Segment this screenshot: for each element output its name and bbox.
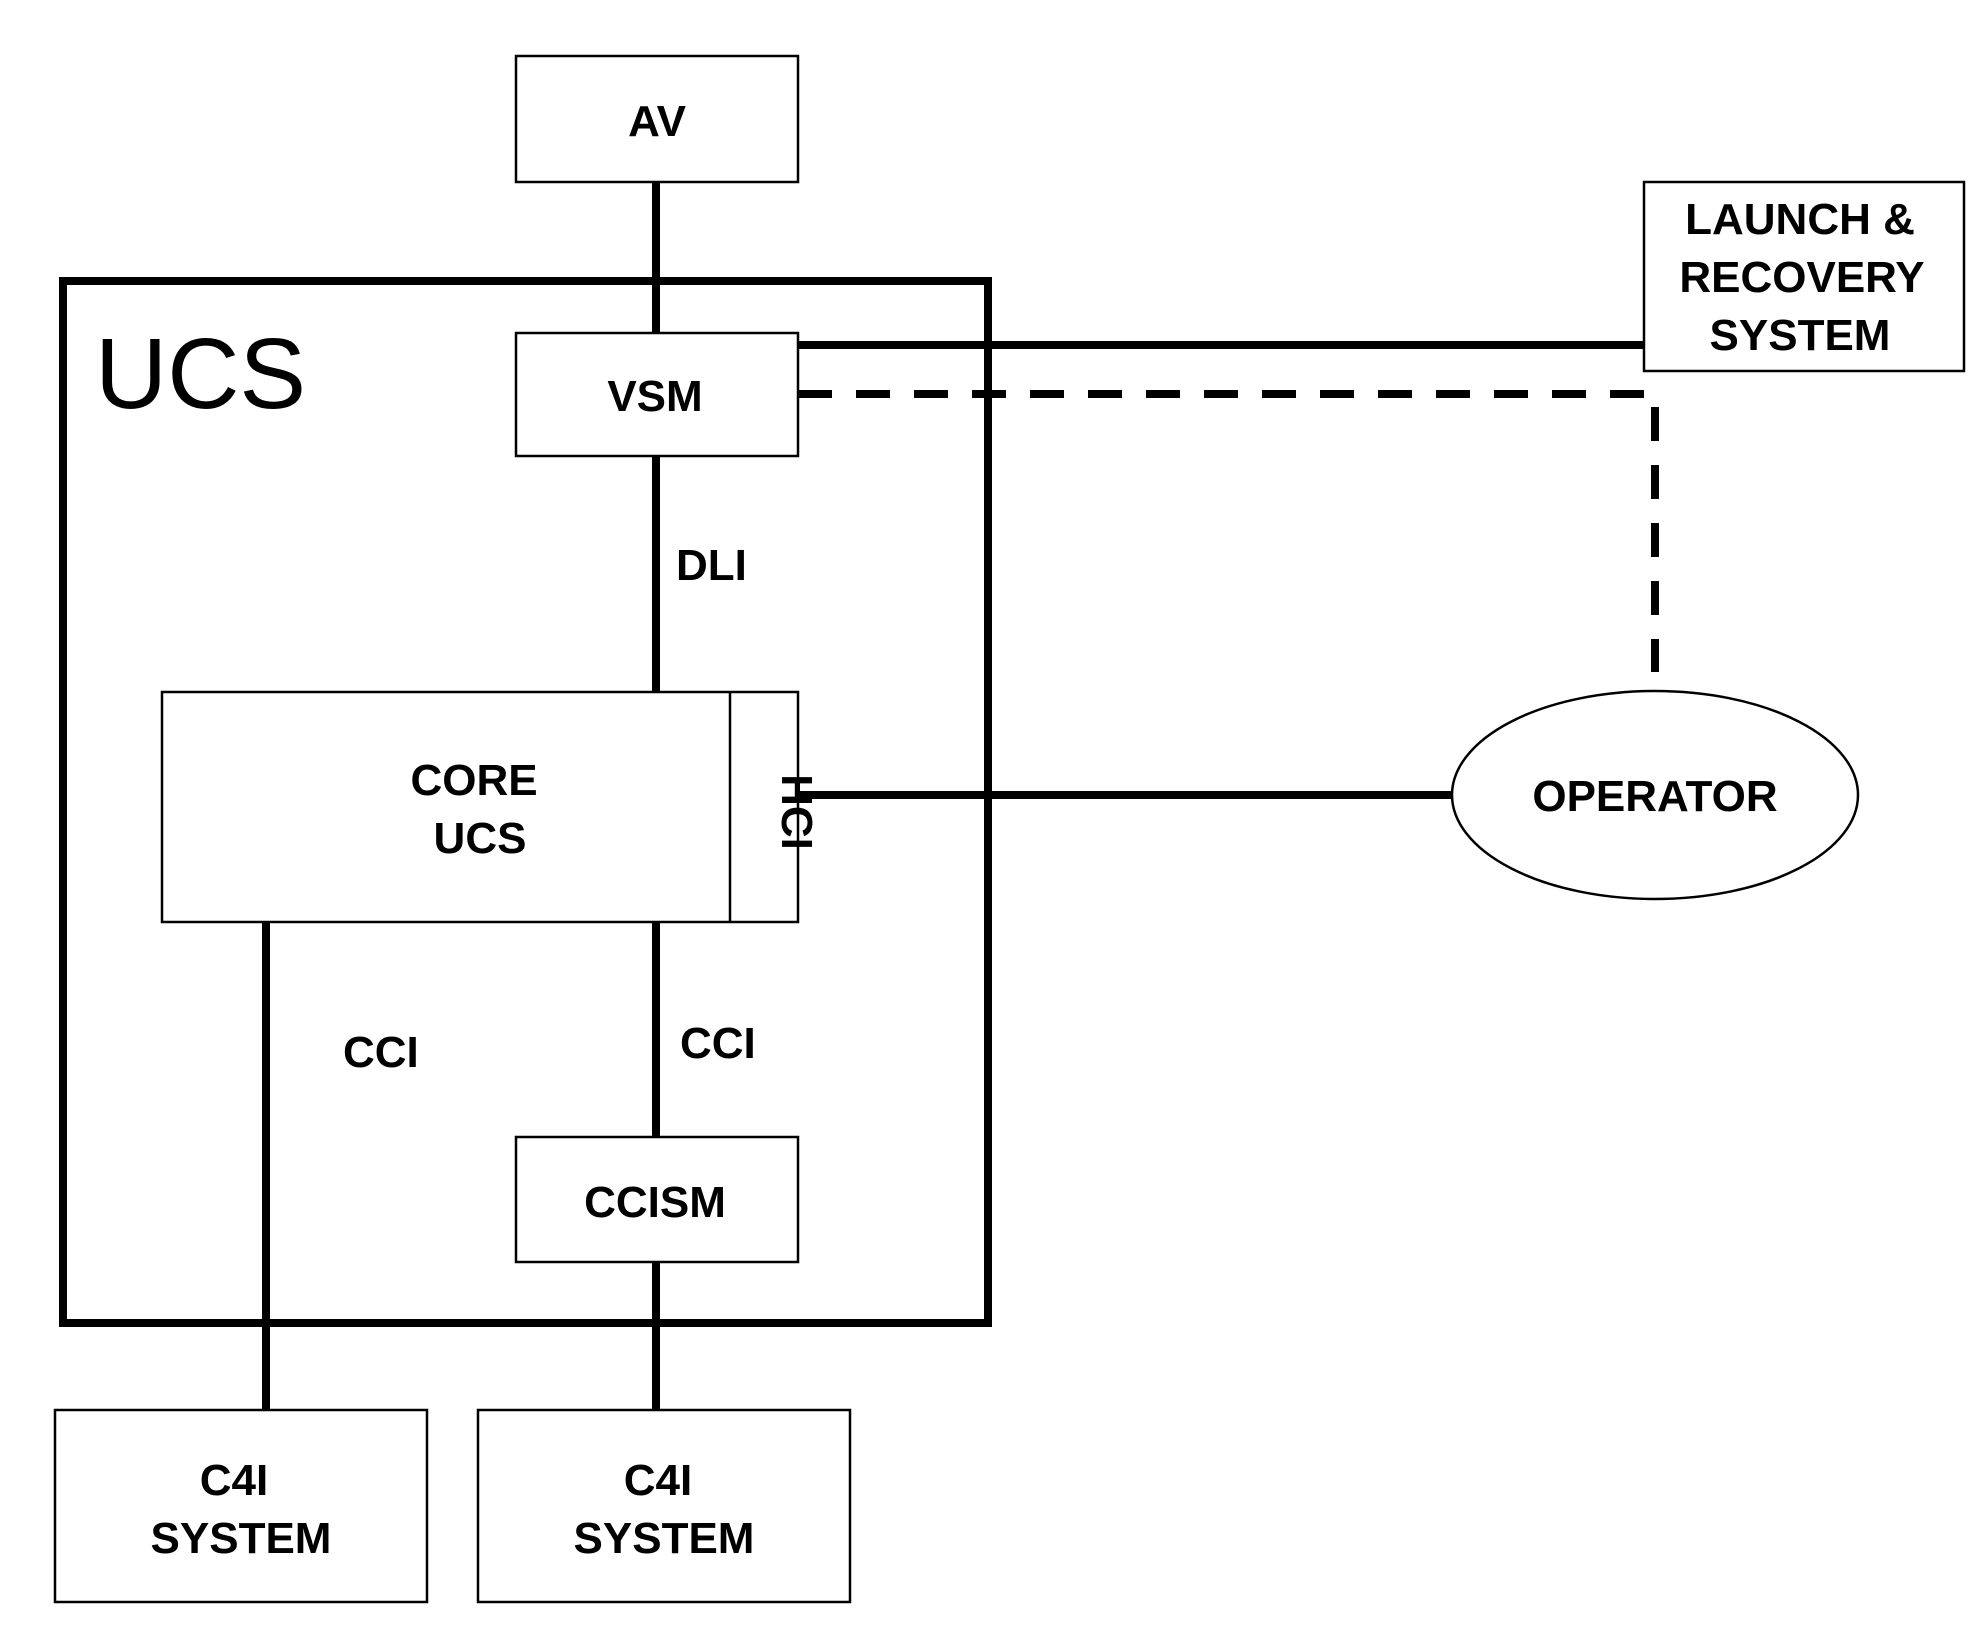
ucs-label: UCS [95, 318, 306, 430]
c4i-system-right-node: C4I SYSTEM [476, 1408, 852, 1604]
cci-left-label: CCI [343, 1028, 419, 1077]
operator-label: OPERATOR [1532, 772, 1777, 821]
c4i-right-label-line2: SYSTEM [574, 1514, 755, 1563]
core-ucs-label-line2: UCS [434, 814, 527, 863]
c4i-left-label-line2: SYSTEM [151, 1514, 332, 1563]
av-label: AV [628, 97, 687, 146]
av-node: AV [514, 54, 800, 184]
launch-recovery-label-line2: RECOVERY [1679, 253, 1924, 302]
cci-center-label: CCI [680, 1019, 756, 1068]
core-ucs-label-line1: CORE [410, 756, 537, 805]
dli-label: DLI [676, 541, 747, 590]
launch-recovery-system-node: LAUNCH & RECOVERY SYSTEM [1642, 180, 1966, 373]
core-ucs-node: CORE UCS HCI [160, 690, 821, 924]
ucs-boundary [59, 277, 992, 1327]
launch-recovery-label-line3: SYSTEM [1710, 311, 1891, 360]
hci-label: HCI [772, 774, 821, 850]
c4i-right-label-line1: C4I [624, 1456, 692, 1505]
launch-recovery-label-line1: LAUNCH & [1685, 195, 1915, 244]
ccism-label: CCISM [584, 1178, 726, 1227]
c4i-system-left-node: C4I SYSTEM [53, 1408, 429, 1604]
ccism-node: CCISM [514, 1135, 800, 1264]
operator-node: OPERATOR [1450, 689, 1860, 901]
c4i-left-label-line1: C4I [200, 1456, 268, 1505]
vsm-to-operator-dashed-line [798, 390, 1659, 672]
vsm-label: VSM [607, 372, 702, 421]
vsm-node: VSM [514, 331, 800, 458]
